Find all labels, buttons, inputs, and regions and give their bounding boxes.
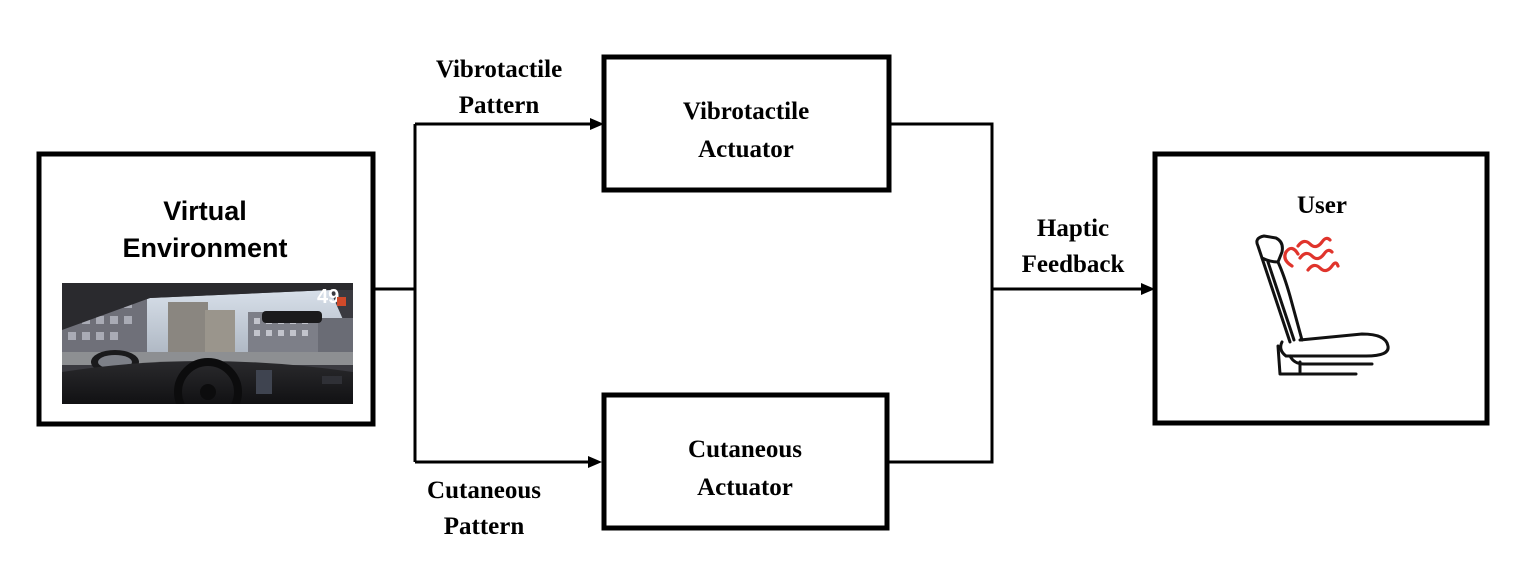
vibrotactile-pattern-label-line2: Pattern (459, 92, 540, 119)
split-connector (373, 124, 417, 462)
speed-readout: 49 (317, 286, 339, 308)
vibrotactile-pattern-arrow (415, 118, 604, 130)
cutaneous-actuator-node: Cutaneous Actuator (601, 392, 890, 531)
heat-wave-icon-3 (1306, 261, 1340, 273)
user-label: User (1297, 192, 1347, 219)
cutaneous-actuator-box (601, 392, 890, 531)
cutaneous-actuator-line2: Actuator (697, 474, 793, 501)
cutaneous-pattern-label-line1: Cutaneous (427, 477, 541, 504)
virtual-environment-node: Virtual Environment (36, 151, 376, 427)
heat-arc-icon (1283, 246, 1300, 268)
vibrotactile-actuator-line2: Actuator (698, 136, 794, 163)
vibrotactile-pattern-label-line1: Vibrotactile (436, 56, 562, 83)
user-node: User (1152, 151, 1490, 426)
cutaneous-pattern-arrow (415, 456, 602, 468)
virtual-environment-title-line1: Virtual (163, 196, 247, 226)
heat-wave-icon-1 (1296, 236, 1332, 249)
car-seat-heat-icon (1255, 234, 1390, 376)
user-box (1152, 151, 1490, 426)
cutaneous-pattern-label-line2: Pattern (444, 513, 525, 540)
driving-simulator-screenshot: 49 (62, 283, 353, 404)
cutaneous-actuator-line1: Cutaneous (688, 436, 802, 463)
haptic-feedback-arrow (887, 122, 1155, 464)
vibrotactile-actuator-node: Vibrotactile Actuator (601, 54, 892, 193)
haptic-feedback-label-line1: Haptic (1037, 215, 1109, 242)
haptic-feedback-label-line2: Feedback (1022, 251, 1125, 278)
virtual-environment-title-line2: Environment (122, 233, 287, 263)
vibrotactile-actuator-box (601, 54, 892, 193)
vibrotactile-actuator-line1: Vibrotactile (683, 98, 809, 125)
heat-wave-icon-2 (1298, 248, 1334, 261)
speed-badge-icon (337, 297, 346, 306)
